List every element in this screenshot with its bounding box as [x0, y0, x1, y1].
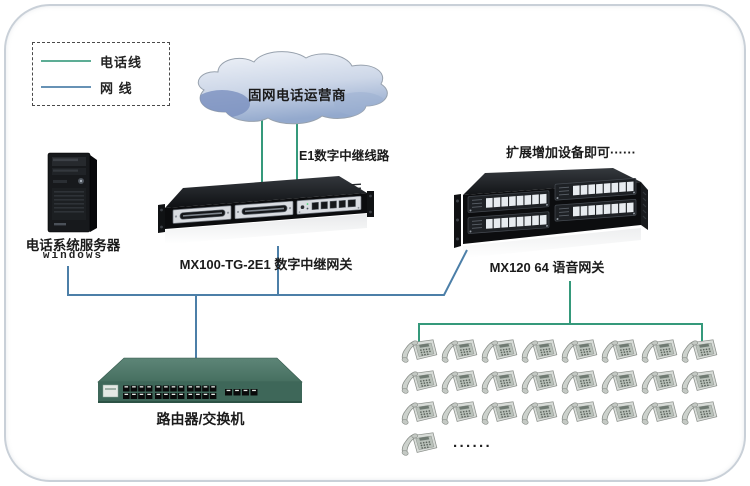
desk-phone-icon	[560, 398, 598, 428]
desk-phone-icon	[400, 398, 438, 428]
legend-item-network-line: 网 线	[41, 79, 133, 96]
e1-trunk-label: E1数字中继线路	[299, 149, 390, 163]
desk-phone-icon	[440, 336, 478, 366]
desk-phone-icon	[520, 367, 558, 397]
phone-row	[400, 367, 736, 398]
desk-phone-icon	[480, 336, 518, 366]
switch-ports	[123, 385, 258, 399]
desk-phone-icon	[400, 429, 438, 459]
expand-hint-label: 扩展增加设备即可······	[506, 145, 636, 160]
legend-item-phone-line: 电话线	[41, 53, 143, 70]
network-line-swatch	[41, 86, 91, 88]
desk-phone-icon	[600, 398, 638, 428]
phone-row	[400, 336, 736, 367]
desk-phone-icon	[680, 367, 718, 397]
legend-label: 网 线	[100, 80, 133, 96]
desk-phone-icon	[600, 336, 638, 366]
desk-phone-icon	[440, 367, 478, 397]
desk-phone-icon	[560, 336, 598, 366]
desk-phone-icon	[440, 398, 478, 428]
phone-row	[400, 429, 736, 460]
phone-row	[400, 398, 736, 429]
switch-label: 路由器/交换机	[156, 411, 245, 427]
server-label: 电话系统服务器	[25, 238, 121, 253]
phones-ellipsis: ······	[453, 438, 492, 455]
switch-device	[97, 357, 303, 403]
server-os-label: windows	[42, 250, 104, 262]
legend: 电话线 网 线	[32, 42, 170, 106]
cloud-label: 固网电话运营商	[248, 88, 346, 103]
desk-phone-icon	[520, 336, 558, 366]
voice-gateway-label: MX120 64 语音网关	[489, 260, 605, 275]
desk-phone-icon	[400, 367, 438, 397]
desk-phone-icon	[640, 336, 678, 366]
cloud-shape	[197, 51, 388, 125]
desk-phone-icon	[640, 367, 678, 397]
desk-phone-icon	[520, 398, 558, 428]
phone-line-swatch	[41, 60, 91, 62]
voice-gateway-device	[454, 168, 648, 258]
desk-phone-icon	[560, 367, 598, 397]
legend-label: 电话线	[100, 54, 143, 70]
server-tower-icon	[47, 152, 97, 233]
desk-phone-icon	[400, 336, 438, 366]
trunk-gateway-label: MX100-TG-2E1 数字中继网关	[179, 257, 353, 272]
desk-phone-icon	[480, 398, 518, 428]
net-bus	[67, 249, 468, 296]
trunk-gateway-device	[158, 176, 374, 244]
desk-phone-icon	[480, 367, 518, 397]
desk-phone-icon	[680, 398, 718, 428]
desk-phone-icon	[680, 336, 718, 366]
phone-bracket	[418, 323, 703, 345]
phones-grid	[400, 336, 736, 460]
desk-phone-icon	[640, 398, 678, 428]
desk-phone-icon	[600, 367, 638, 397]
